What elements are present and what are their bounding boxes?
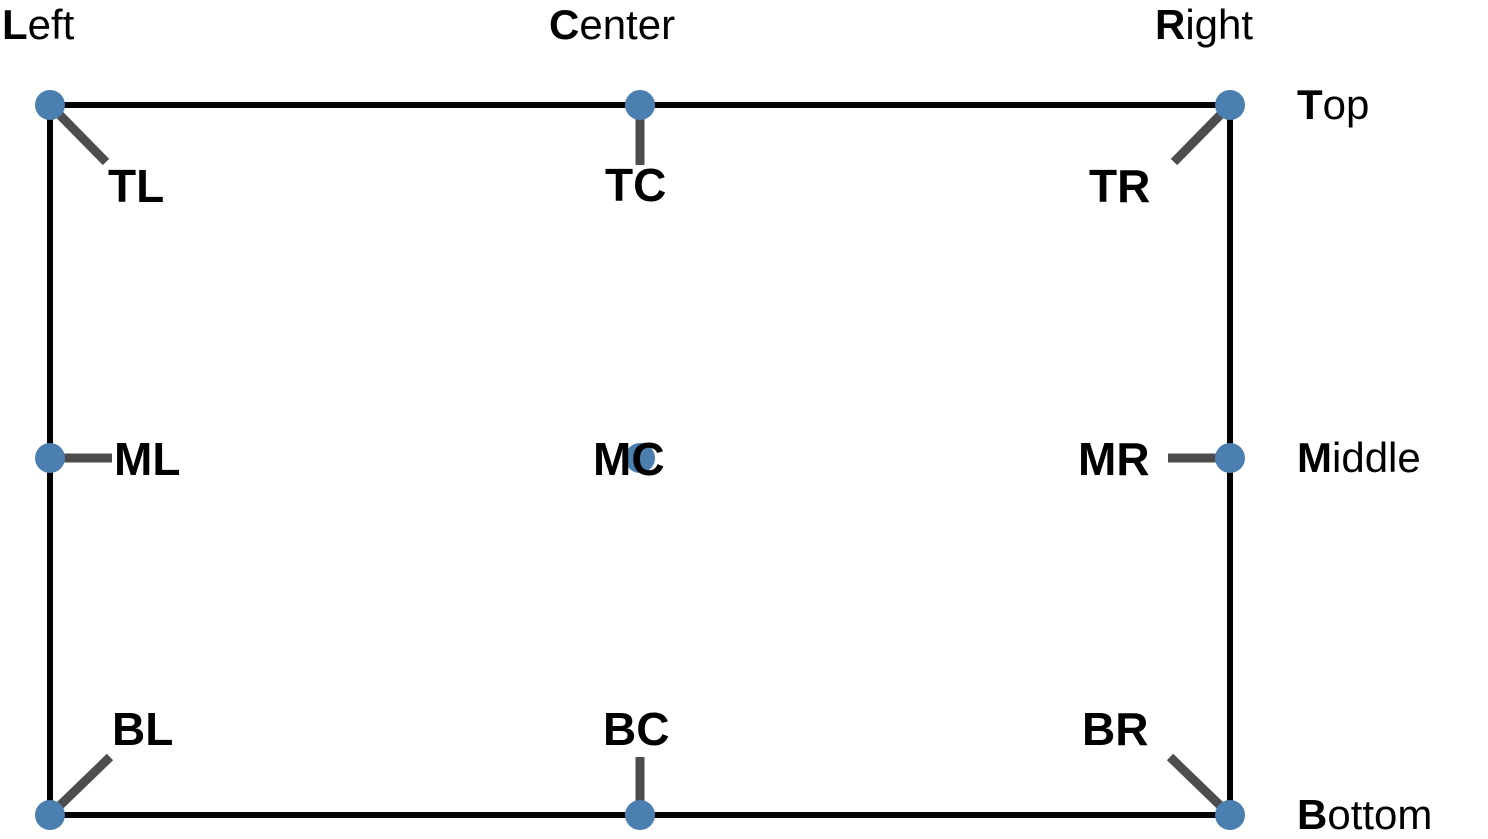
anchor-node-middle-right[interactable]	[1215, 443, 1245, 473]
row-label-middle: Middle	[1297, 437, 1421, 479]
anchor-node-top-left[interactable]	[35, 90, 65, 120]
anchor-node-top-center[interactable]	[625, 90, 655, 120]
anchor-label-bottom-right: BR	[1082, 703, 1149, 755]
anchor-label-bottom-center: BC	[603, 703, 670, 755]
initial-letter: R	[1155, 1, 1186, 48]
anchor-node-bottom-left[interactable]	[35, 800, 65, 830]
anchor-node-bottom-center[interactable]	[625, 800, 655, 830]
anchor-node-middle-left[interactable]	[35, 443, 65, 473]
node-layer	[35, 90, 1245, 830]
column-label-right: Right	[1155, 4, 1253, 46]
label-remainder: ight	[1185, 1, 1254, 48]
initial-letter: B	[1297, 791, 1328, 838]
anchor-node-top-right[interactable]	[1215, 90, 1245, 120]
label-remainder: eft	[27, 1, 75, 48]
label-remainder: enter	[579, 1, 676, 48]
anchor-node-bottom-right[interactable]	[1215, 800, 1245, 830]
label-remainder: op	[1322, 81, 1370, 128]
anchor-label-middle-right: MR	[1078, 433, 1150, 485]
anchor-label-top-left: TL	[108, 160, 165, 212]
initial-letter: M	[1297, 434, 1332, 481]
label-remainder: iddle	[1332, 434, 1421, 481]
anchor-label-middle-left: ML	[114, 433, 181, 485]
anchor-label-top-center: TC	[605, 159, 667, 211]
initial-letter: L	[2, 1, 28, 48]
column-label-center: Center	[549, 4, 675, 46]
anchor-label-bottom-left: BL	[112, 703, 174, 755]
anchor-label-middle-center: MC	[593, 433, 665, 485]
row-label-top: Top	[1297, 84, 1369, 126]
initial-letter: C	[549, 1, 580, 48]
anchor-label-top-right: TR	[1089, 160, 1151, 212]
anchor-node-middle-center[interactable]	[625, 443, 655, 473]
initial-letter: T	[1297, 81, 1323, 128]
row-label-bottom: Bottom	[1297, 794, 1432, 836]
column-label-left: Left	[2, 4, 74, 46]
label-remainder: ottom	[1327, 791, 1433, 838]
